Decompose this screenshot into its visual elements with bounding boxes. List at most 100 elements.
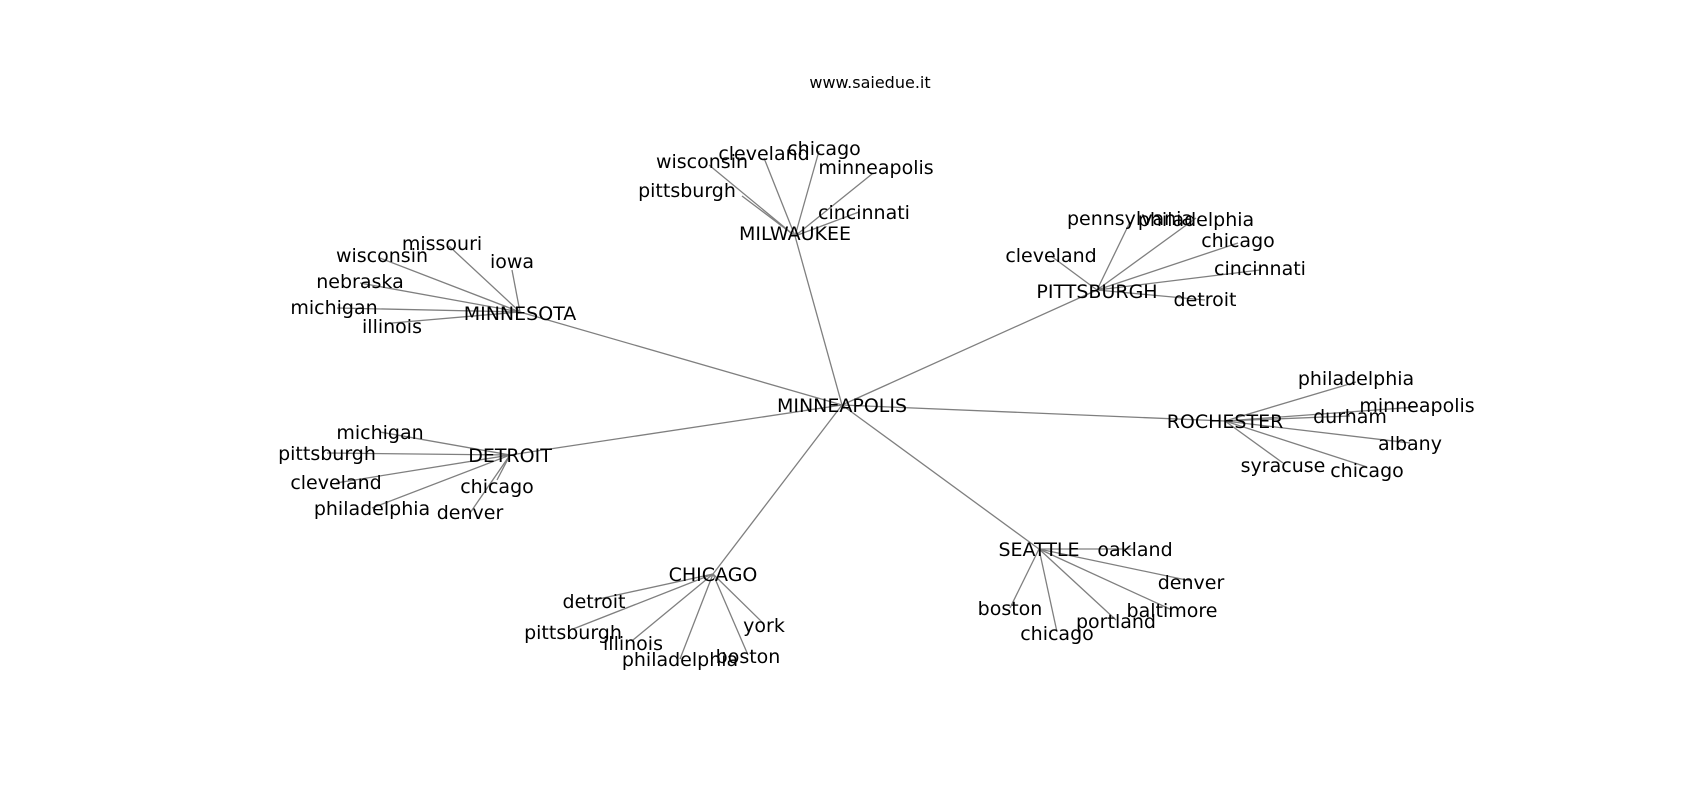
leaf-node-label-seattle-boston: boston xyxy=(978,598,1043,620)
edge-rochester-chicago xyxy=(1224,420,1368,468)
edge-pittsburgh-detroit xyxy=(1096,289,1206,301)
edge-chicago-philadelphia xyxy=(679,573,714,660)
leaf-node-label-milwaukee-wisconsin: wisconsin xyxy=(656,151,748,173)
leaf-node-label-chicago-boston: boston xyxy=(716,646,781,668)
leaf-node-label-pittsburgh-cincinnati: cincinnati xyxy=(1214,258,1306,280)
edge-minnesota-wisconsin xyxy=(379,257,521,313)
leaf-node-label-pittsburgh-cleveland: cleveland xyxy=(1005,245,1096,267)
watermark: www.saiedue.it xyxy=(809,73,930,92)
leaf-node-label-seattle-oakland: oakland xyxy=(1097,539,1172,561)
hub-node-label-seattle: SEATTLE xyxy=(998,539,1079,561)
hub-node-label-milwaukee: MILWAUKEE xyxy=(739,223,851,245)
leaf-node-label-pittsburgh-detroit: detroit xyxy=(1174,289,1237,311)
edge-pittsburgh-chicago xyxy=(1096,242,1239,291)
leaf-node-label-seattle-portland: portland xyxy=(1076,611,1156,633)
edge-pittsburgh-cleveland xyxy=(1050,255,1098,291)
edge-detroit-philadelphia xyxy=(371,454,511,509)
leaf-node-label-milwaukee-cincinnati: cincinnati xyxy=(818,202,910,224)
edge-seattle-chicago xyxy=(1038,548,1058,633)
leaf-node-label-minnesota-wisconsin: wisconsin xyxy=(336,245,428,267)
hub-node-label-chicago: CHICAGO xyxy=(669,564,758,586)
edge-seattle-portland xyxy=(1038,548,1117,621)
leaf-node-label-chicago-philadelphia: philadelphia xyxy=(622,649,738,671)
center-node-label: MINNEAPOLIS xyxy=(777,395,907,417)
leaf-node-label-rochester-philadelphia: philadelphia xyxy=(1298,368,1414,390)
leaf-node-label-minnesota-nebraska: nebraska xyxy=(316,271,403,293)
leaf-node-label-chicago-york: york xyxy=(743,615,785,637)
edge-detroit-michigan xyxy=(379,431,511,456)
leaf-node-label-seattle-denver: denver xyxy=(1158,572,1225,594)
edge-pittsburgh-cincinnati xyxy=(1096,269,1261,291)
edge-detroit-pittsburgh xyxy=(326,452,511,456)
leaf-node-label-rochester-chicago: chicago xyxy=(1330,460,1404,482)
edge-minnesota-nebraska xyxy=(359,282,521,313)
leaf-node-label-chicago-illinois: illinois xyxy=(603,633,663,655)
hub-node-label-detroit: DETROIT xyxy=(468,445,552,467)
leaf-node-label-milwaukee-minneapolis: minneapolis xyxy=(818,157,933,179)
edge-chicago-pittsburgh xyxy=(572,573,714,630)
hub-node-label-minnesota: MINNESOTA xyxy=(464,303,577,325)
edge-center-seattle xyxy=(841,404,1040,550)
leaf-node-label-detroit-philadelphia: philadelphia xyxy=(314,498,430,520)
leaf-node-label-rochester-minneapolis: minneapolis xyxy=(1359,395,1474,417)
edge-minnesota-michigan xyxy=(336,307,521,313)
edge-seattle-baltimore xyxy=(1038,548,1173,611)
edge-chicago-boston xyxy=(712,573,749,656)
leaf-node-label-chicago-pittsburgh: pittsburgh xyxy=(524,622,622,644)
leaf-node-label-detroit-chicago: chicago xyxy=(460,476,534,498)
leaf-node-label-detroit-michigan: michigan xyxy=(336,422,423,444)
edge-center-milwaukee xyxy=(794,235,843,406)
edges xyxy=(326,150,1418,660)
edge-milwaukee-chicago xyxy=(794,150,820,237)
leaf-node-label-seattle-baltimore: baltimore xyxy=(1127,600,1218,622)
edge-pittsburgh-philadelphia xyxy=(1096,217,1197,291)
edge-rochester-syracuse xyxy=(1224,420,1284,464)
leaf-node-label-milwaukee-pittsburgh: pittsburgh xyxy=(638,180,736,202)
leaf-node-label-milwaukee-cleveland: cleveland xyxy=(718,143,809,165)
edge-chicago-york xyxy=(712,573,765,625)
leaf-node-label-pittsburgh-pennsylvania: pennsylvania xyxy=(1067,208,1193,230)
edge-minnesota-iowa xyxy=(511,269,521,313)
leaf-node-label-pittsburgh-chicago: chicago xyxy=(1201,230,1275,252)
edge-center-detroit xyxy=(509,404,843,456)
edge-seattle-boston xyxy=(1009,548,1040,609)
edge-rochester-philadelphia xyxy=(1224,381,1357,422)
leaf-node-label-rochester-syracuse: syracuse xyxy=(1241,455,1326,477)
edge-detroit-denver xyxy=(469,454,511,514)
edge-rochester-minneapolis xyxy=(1224,406,1418,422)
edge-center-minnesota xyxy=(519,311,843,406)
edge-center-chicago xyxy=(712,404,843,575)
leaf-node-label-detroit-denver: denver xyxy=(437,502,504,524)
leaf-node-label-detroit-cleveland: cleveland xyxy=(290,472,381,494)
labels: MINNEAPOLISMILWAUKEEwisconsinclevelandch… xyxy=(278,138,1475,671)
edge-rochester-albany xyxy=(1224,420,1411,444)
leaf-node-label-rochester-durham: durham xyxy=(1313,406,1387,428)
edge-seattle-denver xyxy=(1038,548,1192,582)
leaf-node-label-rochester-albany: albany xyxy=(1378,433,1442,455)
edge-chicago-detroit xyxy=(593,573,714,601)
edge-minnesota-illinois xyxy=(391,311,521,324)
edge-chicago-illinois xyxy=(632,573,714,641)
edge-center-pittsburgh xyxy=(841,289,1098,406)
leaf-node-label-minnesota-illinois: illinois xyxy=(362,316,422,338)
hub-node-label-pittsburgh: PITTSBURGH xyxy=(1036,281,1157,303)
leaf-node-label-seattle-chicago: chicago xyxy=(1020,623,1094,645)
leaf-node-label-detroit-pittsburgh: pittsburgh xyxy=(278,443,376,465)
leaf-node-label-pittsburgh-philadelphia: philadelphia xyxy=(1138,209,1254,231)
edge-detroit-cleveland xyxy=(335,454,511,484)
edge-milwaukee-wisconsin xyxy=(708,164,796,237)
leaf-node-label-milwaukee-chicago: chicago xyxy=(787,138,861,160)
edge-milwaukee-cleveland xyxy=(763,157,796,237)
leaf-node-label-minnesota-iowa: iowa xyxy=(490,251,534,273)
edge-minnesota-missouri xyxy=(448,245,521,313)
edge-rochester-durham xyxy=(1224,415,1351,422)
hub-node-label-rochester: ROCHESTER xyxy=(1167,411,1284,433)
leaf-node-label-minnesota-missouri: missouri xyxy=(402,233,482,255)
edge-milwaukee-pittsburgh xyxy=(741,195,796,237)
leaf-node-label-minnesota-michigan: michigan xyxy=(290,297,377,319)
edge-milwaukee-minneapolis xyxy=(794,173,873,237)
edge-center-rochester xyxy=(841,404,1226,422)
edge-milwaukee-cincinnati xyxy=(794,211,860,237)
leaf-node-label-chicago-detroit: detroit xyxy=(563,591,626,613)
